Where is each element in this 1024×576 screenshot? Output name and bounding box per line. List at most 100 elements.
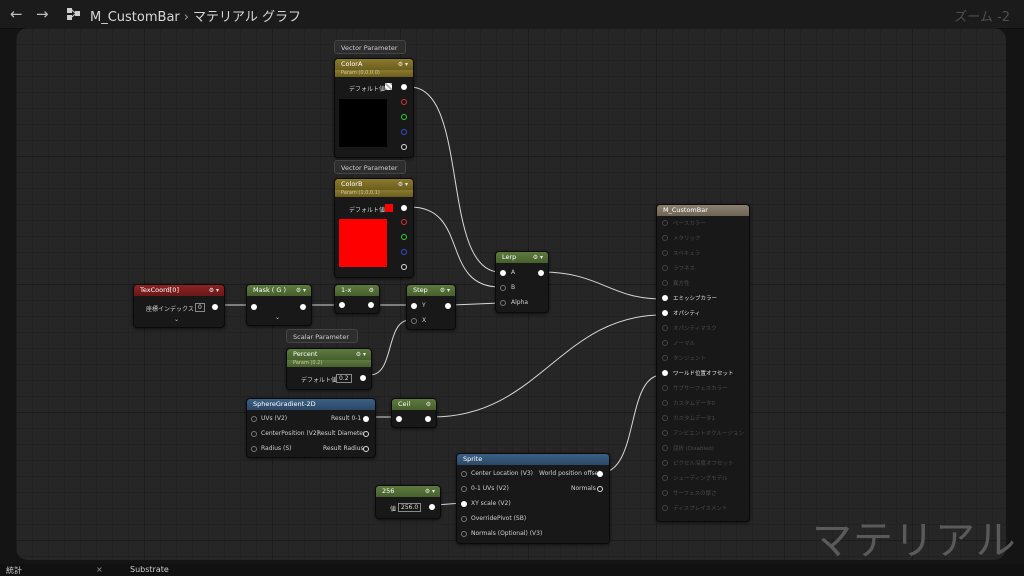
stats-tab-close-icon[interactable]: × (96, 565, 103, 574)
const256-output-pin[interactable] (429, 504, 435, 510)
material-input-label: シェーディングモデル (673, 476, 728, 482)
sprite-xy-pin[interactable] (461, 501, 467, 507)
material-input-pin[interactable] (662, 505, 668, 511)
step-node[interactable]: Step⚙ ▾ Y X (406, 284, 456, 330)
sphere-diameter-pin[interactable] (363, 431, 369, 437)
colorb-node[interactable]: ColorB⚙ ▾ Param (1,0,0,1) デフォルト値 (334, 178, 414, 278)
forward-arrow-icon[interactable]: → (36, 5, 49, 23)
node-options-icon: ⚙ ▾ (397, 61, 408, 68)
ceil-node[interactable]: Ceil⚙ (391, 398, 437, 428)
material-input-pin[interactable] (662, 310, 668, 316)
colorb-swatch[interactable] (385, 204, 393, 212)
checker-icon[interactable] (385, 83, 392, 90)
colorb-title: ColorB (341, 180, 363, 188)
percent-value-field[interactable]: 0.2 (336, 374, 352, 383)
const256-node[interactable]: 256⚙ ▾ 値 256.0 (375, 485, 441, 519)
sprite-center-pin[interactable] (461, 471, 467, 477)
material-input-pin[interactable] (662, 415, 668, 421)
material-input-pin[interactable] (662, 370, 668, 376)
spheregradient-node[interactable]: SphereGradient-2D UVs (V2) Result 0-1 Ce… (246, 398, 376, 458)
texcoord-node[interactable]: TexCoord[0]⚙ ▾ 座標インデックス 0 ⌄ (133, 284, 225, 328)
sphere-uvs-pin[interactable] (251, 416, 257, 422)
material-input-pin[interactable] (662, 295, 668, 301)
colora-sub: Param (0,0,0,0) (335, 70, 413, 77)
colorb-b-pin[interactable] (401, 249, 407, 255)
lerp-a-pin[interactable] (500, 270, 506, 276)
material-input-pin[interactable] (662, 355, 668, 361)
step-x-pin[interactable] (411, 318, 417, 324)
sprite-normals-in-pin[interactable] (461, 531, 467, 537)
lerp-node[interactable]: Lerp⚙ ▾ A B Alpha (495, 251, 549, 313)
material-input-pin[interactable] (662, 220, 668, 226)
toolbar: ← → M_CustomBar›マテリアル グラフ ズーム -2 (0, 0, 1024, 29)
material-input-pin[interactable] (662, 430, 668, 436)
expand-chevron-icon[interactable]: ⌄ (275, 314, 281, 321)
material-input-pin[interactable] (662, 235, 668, 241)
material-input-pin[interactable] (662, 265, 668, 271)
colora-g-pin[interactable] (401, 114, 407, 120)
material-input-pin[interactable] (662, 340, 668, 346)
colora-output-pin[interactable] (401, 84, 407, 90)
material-input-label: ラフネス (673, 266, 696, 272)
mask-input-pin[interactable] (251, 304, 257, 310)
material-input-pin[interactable] (662, 460, 668, 466)
sphere-result01-pin[interactable] (363, 416, 369, 422)
colora-default-label: デフォルト値 (349, 86, 386, 93)
ceil-header: Ceil⚙ (392, 399, 436, 410)
texcoord-output-pin[interactable] (212, 304, 218, 310)
spheregradient-title: SphereGradient-2D (253, 400, 316, 408)
material-input-label: スペキュラ (673, 251, 701, 257)
sprite-uvs-pin[interactable] (461, 486, 467, 492)
vector-parameter-tag-b: Vector Parameter (334, 160, 406, 174)
lerp-alpha-pin[interactable] (500, 300, 506, 306)
sprite-center-label: Center Location (V3) (471, 470, 533, 477)
mask-output-pin[interactable] (300, 304, 306, 310)
lerp-b-pin[interactable] (500, 285, 506, 291)
colora-r-pin[interactable] (401, 99, 407, 105)
colora-a-pin[interactable] (401, 144, 407, 150)
material-input-pin[interactable] (662, 325, 668, 331)
lerp-output-pin[interactable] (538, 270, 544, 276)
percent-output-pin[interactable] (360, 375, 366, 381)
mask-node[interactable]: Mask ( G )⚙ ▾ ⌄ (246, 284, 312, 326)
colorb-output-pin[interactable] (401, 205, 407, 211)
back-arrow-icon[interactable]: ← (10, 5, 23, 23)
material-input-label: 異方性 (673, 281, 690, 287)
colorb-g-pin[interactable] (401, 234, 407, 240)
sprite-normals-out-pin[interactable] (597, 486, 603, 492)
material-input-pin[interactable] (662, 280, 668, 286)
sprite-node[interactable]: Sprite Center Location (V3) World positi… (456, 453, 610, 544)
oneminus-node[interactable]: 1-x⚙ (334, 284, 380, 314)
material-output-node[interactable]: M_CustomBar ベースカラーメタリックスペキュララフネス異方性エミッシブ… (656, 204, 750, 522)
breadcrumb-asset[interactable]: M_CustomBar (90, 10, 180, 25)
material-input-pin[interactable] (662, 400, 668, 406)
percent-node[interactable]: Percent⚙ ▾ Param (0.2) デフォルト値 0.2 (286, 348, 372, 390)
tag-label: Vector Parameter (341, 164, 398, 172)
step-output-pin[interactable] (445, 303, 451, 309)
material-input-pin[interactable] (662, 445, 668, 451)
colora-b-pin[interactable] (401, 129, 407, 135)
sphere-out-radius-pin[interactable] (363, 446, 369, 452)
material-input-pin[interactable] (662, 475, 668, 481)
texcoord-index-field[interactable]: 0 (195, 303, 205, 312)
material-input-pin[interactable] (662, 490, 668, 496)
sprite-wpo-pin[interactable] (597, 471, 603, 477)
substrate-tab[interactable]: Substrate (130, 565, 169, 574)
oneminus-input-pin[interactable] (339, 302, 345, 308)
stats-tab[interactable]: 統計 (6, 565, 22, 576)
const256-value-field[interactable]: 256.0 (398, 503, 422, 512)
material-input-pin[interactable] (662, 385, 668, 391)
ceil-output-pin[interactable] (425, 416, 431, 422)
sphere-radius-pin[interactable] (251, 446, 257, 452)
sphere-center-pin[interactable] (251, 431, 257, 437)
material-input-pin[interactable] (662, 250, 668, 256)
sprite-override-pin[interactable] (461, 516, 467, 522)
colorb-r-pin[interactable] (401, 219, 407, 225)
colorb-a-pin[interactable] (401, 264, 407, 270)
step-y-pin[interactable] (411, 303, 417, 309)
colora-node[interactable]: ColorA⚙ ▾ Param (0,0,0,0) デフォルト値 (334, 58, 414, 158)
expand-chevron-icon[interactable]: ⌄ (174, 316, 180, 323)
wire-step-lerp-alpha (451, 302, 501, 306)
oneminus-output-pin[interactable] (368, 302, 374, 308)
ceil-input-pin[interactable] (396, 416, 402, 422)
